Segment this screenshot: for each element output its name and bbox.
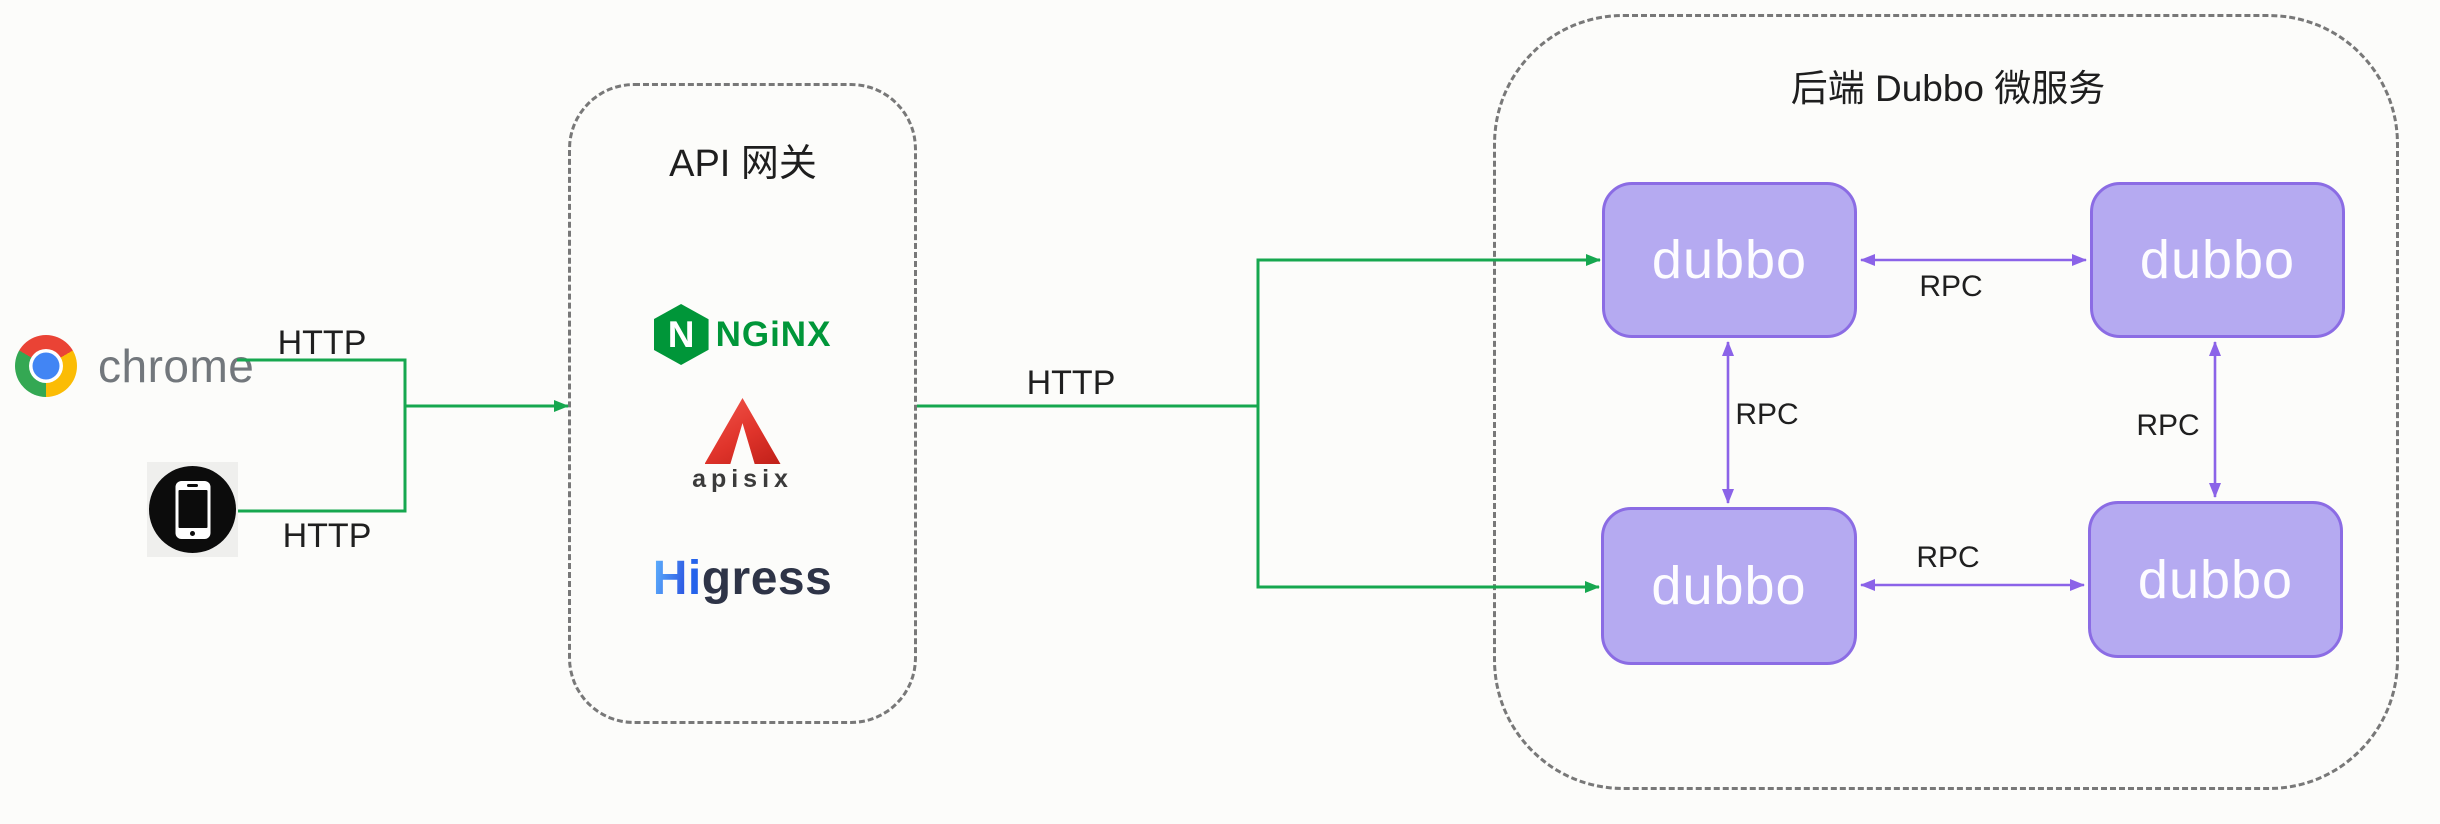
dubbo-node-bottom-right: dubbo — [2088, 501, 2343, 658]
http-label-gateway-backend: HTTP — [1026, 364, 1116, 402]
dubbo-node-top-right: dubbo — [2090, 182, 2345, 338]
apisix-wordmark: apisix — [692, 465, 793, 493]
rpc-label-right: RPC — [2136, 409, 2200, 442]
dubbo-node-top-left: dubbo — [1602, 182, 1857, 338]
chrome-client: chrome — [15, 335, 254, 397]
apisix-logo: apisix — [568, 398, 917, 492]
rpc-label-left: RPC — [1735, 398, 1799, 431]
rpc-label-top: RPC — [1919, 270, 1983, 303]
rpc-label-bottom: RPC — [1916, 541, 1980, 574]
api-gateway-title: API 网关 — [669, 143, 817, 185]
higress-i: i — [687, 552, 702, 605]
http-label-mobile: HTTP — [282, 517, 372, 555]
nginx-logo: N NGiNX — [568, 304, 917, 365]
dubbo-node-bottom-left: dubbo — [1601, 507, 1857, 665]
nginx-hex-letter: N — [667, 314, 695, 355]
chrome-icon — [15, 335, 77, 397]
api-gateway-box — [568, 83, 917, 724]
http-label-chrome: HTTP — [277, 324, 367, 362]
chrome-label: chrome — [98, 340, 255, 392]
smartphone-icon — [149, 466, 236, 553]
higress-rest: gress — [701, 552, 833, 605]
higress-h: H — [652, 552, 688, 605]
backend-dubbo-box — [1493, 14, 2399, 790]
nginx-wordmark: NGiNX — [715, 314, 832, 354]
backend-dubbo-title: 后端 Dubbo 微服务 — [1790, 68, 2106, 109]
apisix-triangle-icon — [704, 398, 781, 464]
mobile-client — [147, 462, 238, 557]
higress-logo: Higress — [568, 551, 917, 606]
nginx-hexagon-icon: N — [653, 304, 709, 365]
